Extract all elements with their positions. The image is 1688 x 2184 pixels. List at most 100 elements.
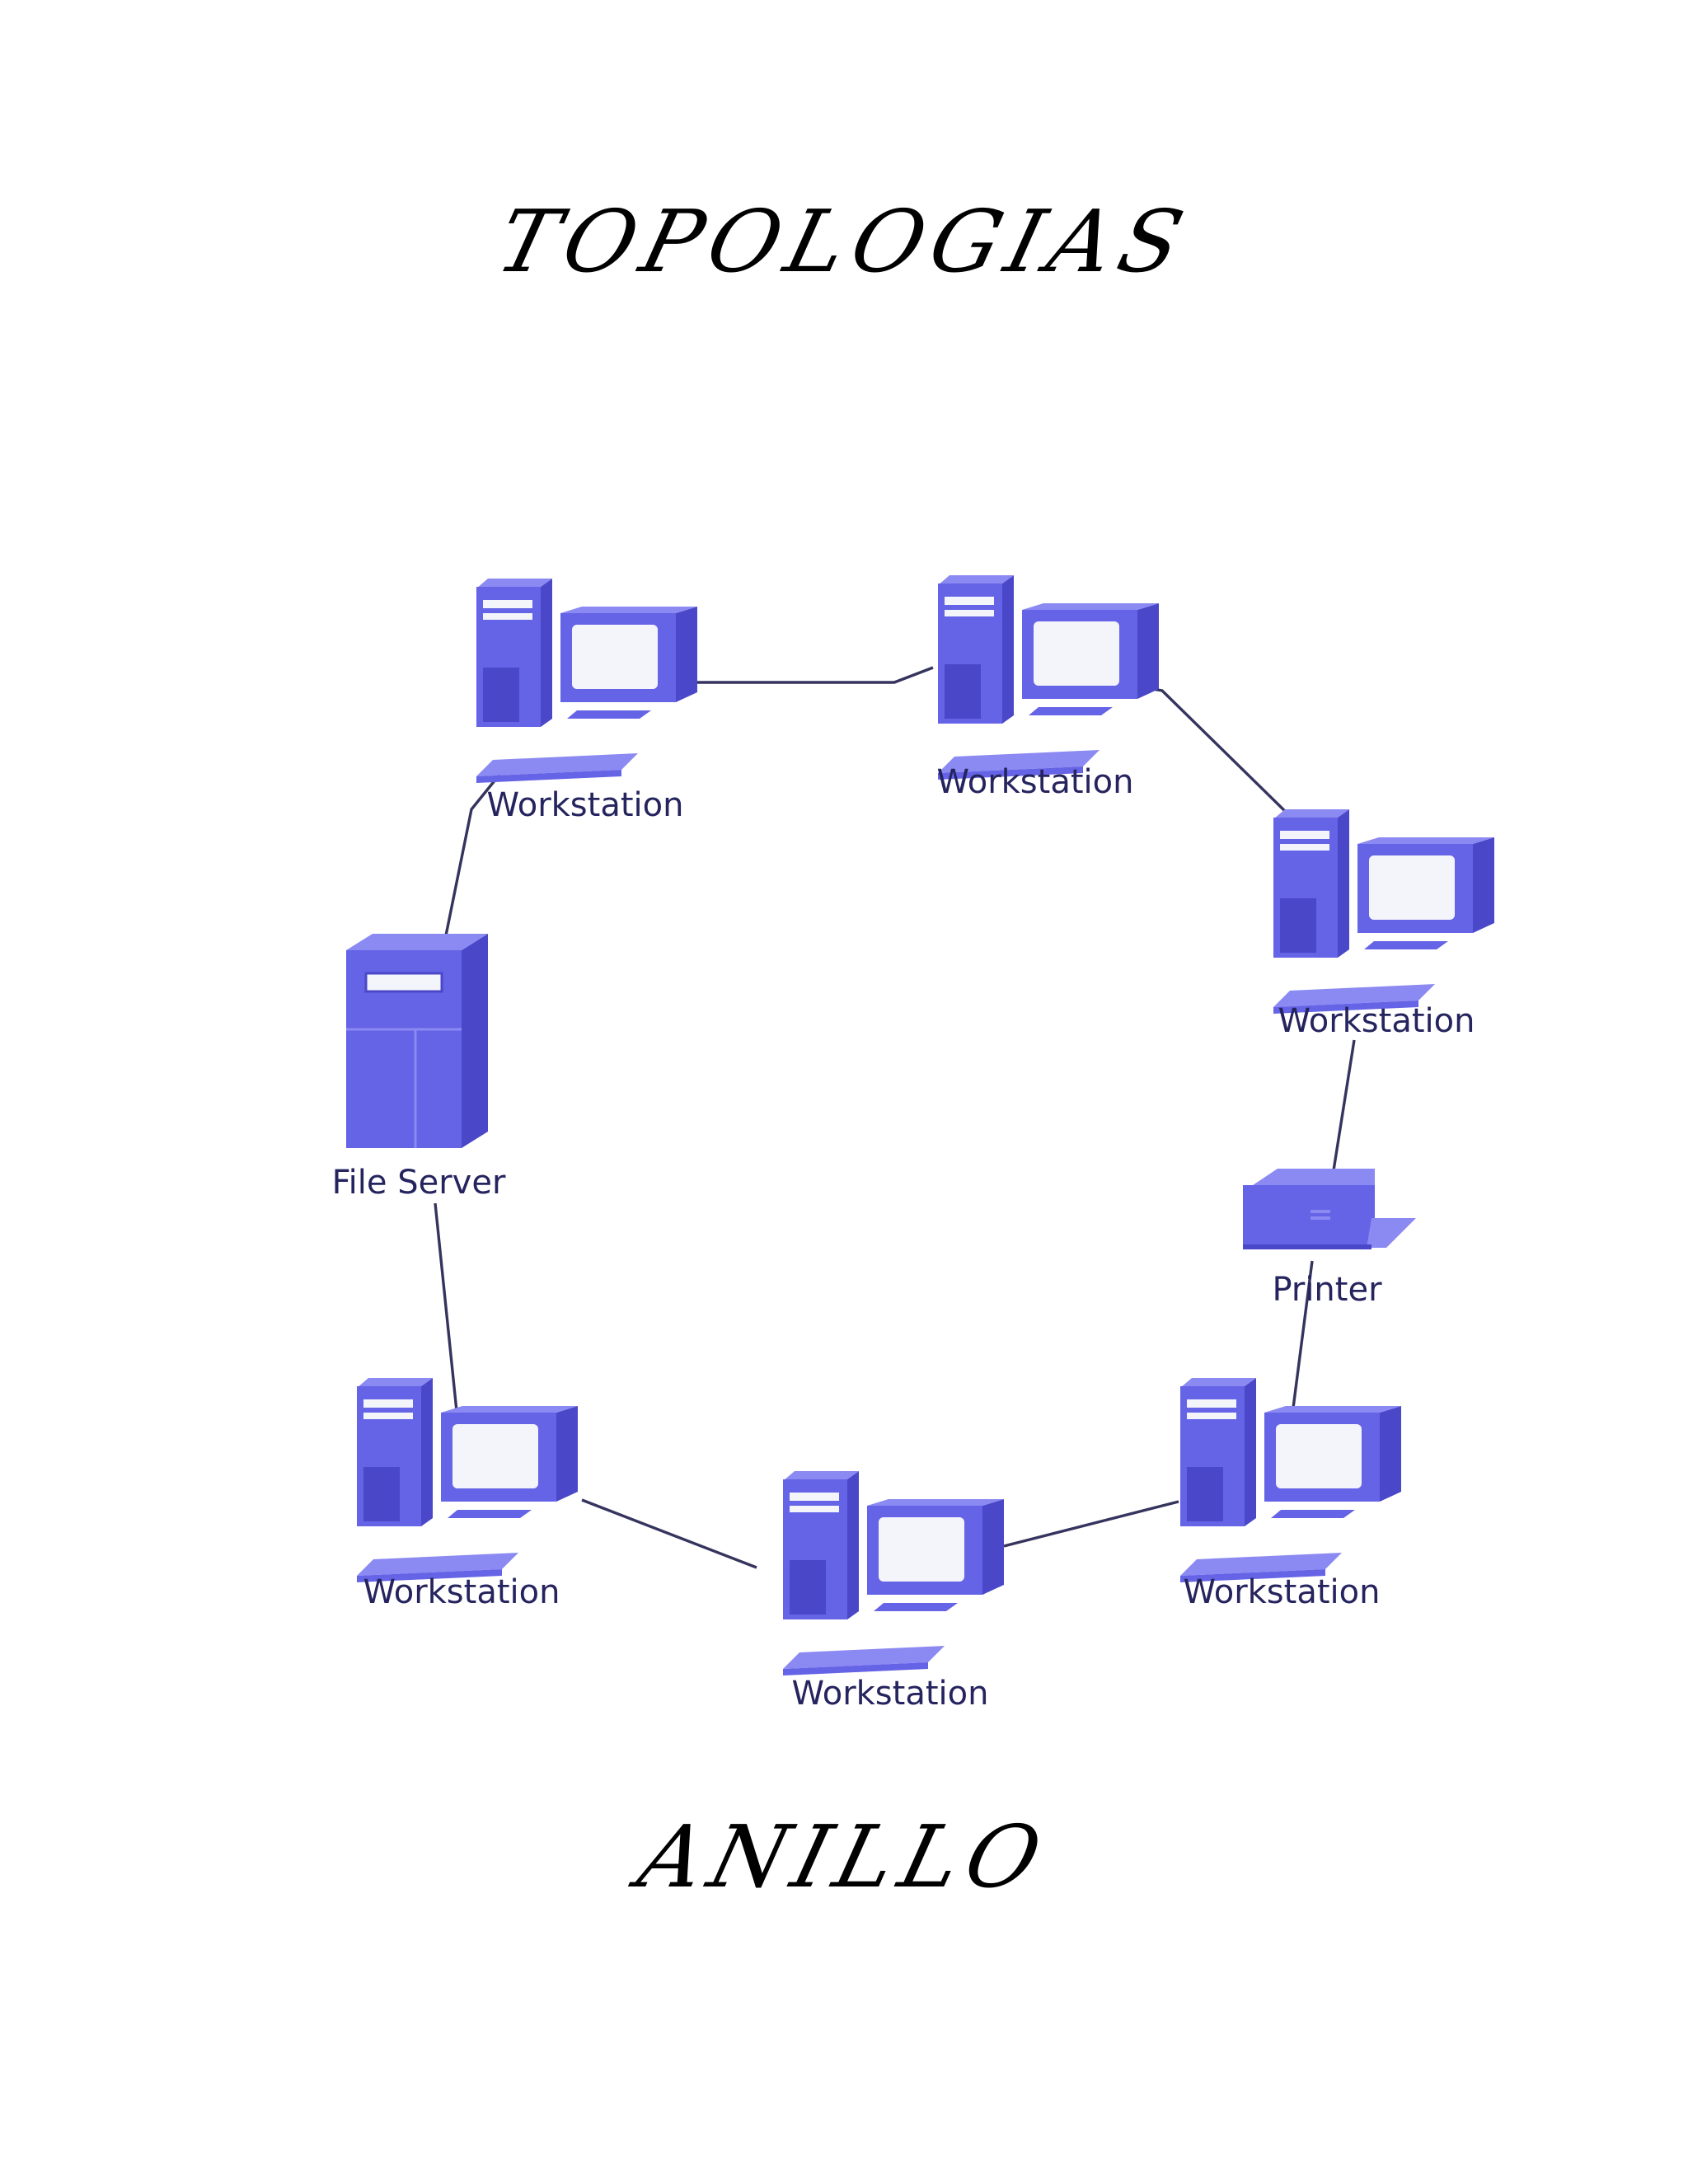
tower-side [847,1471,859,1619]
ring-link-ws-bottom-ws-bottom-left [581,1498,757,1569]
tower-side [541,579,552,727]
workstation-icon [938,575,1159,780]
ring-link-ws-bottom-right-ws-bottom [1003,1500,1179,1548]
server-side [462,934,488,1148]
keyboard-edge [357,1569,502,1582]
tower-drive-2 [483,613,532,620]
tower-panel [1187,1467,1223,1521]
monitor-side [1473,837,1494,933]
tower-top [938,575,1014,585]
tower-drive-1 [1280,831,1329,839]
workstation-icon [783,1471,1004,1675]
tower-side [1002,575,1014,724]
keyboard-edge [783,1662,928,1675]
ring-link-file-server-ws-top-left [443,769,504,940]
ring-link-printer-ws-bottom-right [1291,1260,1314,1415]
keyboard [938,750,1100,773]
node-ws-bottom-right: Workstation [1180,1378,1401,1611]
workstation-icon [476,579,697,783]
topology-name: ANILLO [629,1807,1059,1907]
tower-side [1338,809,1349,958]
node-label: Workstation [792,1675,989,1713]
tower-drive-1 [1187,1399,1236,1408]
printer-top [1253,1169,1375,1185]
node-label: Workstation [487,786,684,824]
printer-body [1243,1185,1375,1244]
monitor-top [441,1406,578,1413]
monitor-stand [874,1603,958,1611]
keyboard [357,1553,518,1576]
tower-panel [1280,898,1316,953]
monitor-screen [572,625,658,689]
monitor-side [1137,603,1159,699]
tower-panel [363,1467,400,1521]
tower-top [1273,809,1349,819]
monitor-stand [448,1510,532,1518]
keyboard-edge [1180,1569,1325,1582]
server-top [346,934,488,950]
ring-nodes: WorkstationWorkstationWorkstationPrinter… [332,575,1494,1713]
workstation-icon [1273,809,1494,1014]
tower-panel [945,664,981,719]
monitor-screen [879,1517,964,1582]
node-file-server: File Server [332,934,506,1202]
node-ws-bottom-left: Workstation [357,1378,578,1611]
tower-top [1180,1378,1256,1388]
tower-drive-2 [790,1506,839,1512]
tower-drive-2 [1280,844,1329,851]
tower-side [421,1378,433,1526]
tower-top [476,579,552,588]
keyboard-edge [476,770,621,783]
tower-drive-2 [1187,1413,1236,1419]
monitor-stand [1271,1510,1355,1518]
workstation-icon [357,1378,578,1582]
monitor-screen [1369,855,1455,920]
printer-icon [1243,1169,1416,1249]
monitor-stand [1029,707,1113,715]
node-printer: Printer [1243,1169,1416,1309]
keyboard [476,753,638,776]
printer-base [1243,1244,1372,1249]
printer-vent-2 [1311,1216,1330,1220]
monitor-side [982,1499,1004,1595]
monitor-side [1380,1406,1401,1502]
monitor-top [1264,1406,1401,1413]
node-label: Workstation [1184,1573,1381,1611]
monitor-side [676,607,697,702]
node-label: Workstation [937,763,1134,801]
tower-top [357,1378,433,1388]
server-icon [346,934,488,1148]
tower-drive-1 [790,1493,839,1501]
monitor-side [556,1406,578,1502]
tower-drive-2 [945,610,994,616]
keyboard [1273,984,1435,1007]
tower-drive-1 [363,1399,413,1408]
monitor-top [560,607,697,613]
monitor-screen [1276,1424,1362,1488]
ring-link-ws-top-right-ws-right [1122,682,1292,818]
monitor-screen [452,1424,538,1488]
monitor-stand [1364,941,1448,949]
workstation-icon [1180,1378,1401,1582]
tower-drive-1 [483,600,532,608]
monitor-stand [567,710,651,719]
tower-side [1245,1378,1256,1526]
tower-panel [790,1560,826,1615]
node-label: File Server [332,1164,506,1202]
tower-top [783,1471,859,1481]
tower-panel [483,668,519,722]
tower-drive-2 [363,1413,413,1419]
node-ws-top-right: Workstation [937,575,1159,801]
keyboard-edge [938,766,1083,780]
node-ws-top-left: Workstation [476,579,697,824]
keyboard-edge [1273,1001,1418,1014]
node-ws-right: Workstation [1273,809,1494,1040]
monitor-top [1022,603,1159,610]
server-drive [364,972,443,993]
node-label: Workstation [1278,1002,1475,1040]
node-label: Workstation [363,1573,560,1611]
ring-link-ws-bottom-left-file-server [434,1202,458,1412]
monitor-top [867,1499,1004,1506]
ring-link-ws-top-left-ws-top-right [691,666,934,684]
